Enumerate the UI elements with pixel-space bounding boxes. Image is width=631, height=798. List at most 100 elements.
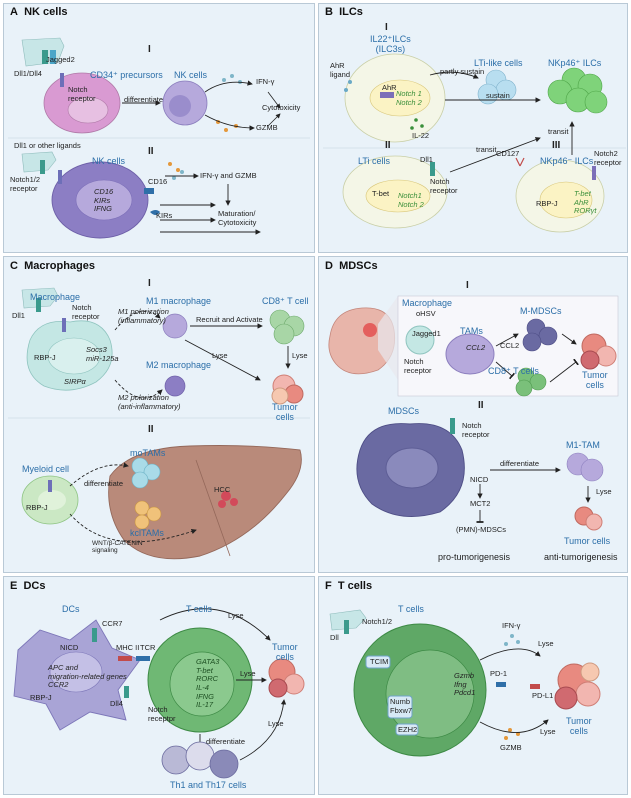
lyse-label-c1: Lyse [212,351,228,360]
dll1-other-label: Dll1 or other ligands [14,141,81,150]
m-mdscs-label: M-MDSCs [520,306,562,316]
apc-genes-label: APC and migration-related genes CCR2 [48,663,127,690]
dll1-dll4-label: Dll1/Dll4 [14,69,42,78]
kir-receptor [150,210,160,215]
t-cells-label-e: T cells [186,604,212,614]
panel-f-title: T cells [337,580,373,592]
panel-e-letter: E [10,580,18,592]
panel-e-graphics [13,608,305,779]
tcim-box [365,655,391,669]
panel-b-title: ILCs [339,6,363,18]
numb-label: Numb Fbxw7 [390,697,413,715]
panel-a-letter: A [10,6,18,18]
panel-b-roman-1: I [385,22,388,33]
jagged1-label: Jagged1 [412,329,441,338]
ilc-genes-label: T-bet AhR RORγt [574,189,597,216]
cd127-label: CD127 [496,149,520,158]
pd1 [496,682,506,687]
notch-receptor-label-d2: Notch receptor [462,421,490,439]
m1-polarization-label: M1 polarization (inflammatory) [118,307,169,325]
hcc-label: HCC [214,485,231,494]
tumor-cells-icon-d2 [574,506,603,531]
differentiate-label-c: differentiate [84,479,124,488]
cd16-receptor [144,188,154,194]
nk-cells-label-2: NK cells [92,156,126,166]
pmn-mdscs-label: (PMN)-MDSCs [456,525,506,534]
pd1-label: PD-1 [490,669,508,678]
myeloid-cell-label: Myeloid cell [22,464,70,474]
nicd-label-e: NICD [60,643,79,652]
hcc-tumor [218,491,238,508]
partly-sustain-label: partly sustain [440,67,485,76]
ezh2-box [395,723,419,736]
tumor-cells-label-f: Tumor cells [566,716,592,737]
tumor-cells-label-d: Tumor cells [582,370,608,391]
t-cell-genes-label: GATA3 T-bet RORC IL-4 IFNG IL-17 [196,657,220,710]
panel-b-roman-2: II [385,140,391,151]
ahr-label: AhR [382,83,397,92]
th-cells-label: Th1 and Th17 cells [170,780,247,790]
pdl1 [530,684,540,689]
cd16-label: CD16 [148,177,168,186]
motams-label: moTAMs [130,448,166,458]
notch-receptor-label-c: Notch receptor [72,303,100,321]
tumor-cells-icon-d [580,333,617,370]
tams-icon [445,333,495,375]
tcr [136,656,150,661]
pdl1-label: PD-L1 [532,691,554,700]
maturation-label: Maturation/ Cytotoxicity [218,209,257,227]
panel-d-roman-2: II [478,400,484,411]
sustain-label: sustain [486,91,510,100]
t-cells-label-f: T cells [398,604,424,614]
panel-a-graphics [8,37,310,239]
lti-cells-label: LTi cells [358,156,391,166]
il22-ilcs-label: IL22⁺ILCs (ILC3s) [370,34,411,55]
lyse-label-f1: Lyse [538,639,554,648]
ifn-gamma-label-f: IFN-γ [502,621,521,630]
panel-b-roman-3: III [552,140,561,151]
notch-receptor-label-b: Notch receptor [430,177,458,195]
dcs-label: DCs [62,604,80,614]
cd8-t-cells-icon [515,367,547,397]
panel-c-title: Macrophages [24,260,95,272]
motams-icon [131,457,161,489]
tcr-label: TCR [140,643,156,652]
jagged2-label: Jagged2 [46,55,75,64]
nk-nucleus [169,95,191,117]
recruit-activate-label: Recruit and Activate [196,315,263,324]
gzmb-label-f: GZMB [500,743,522,752]
ccl2-label: CCL2 [500,341,520,350]
t-cell-genes-label-f: Gzmb Ifng Pdcd1 [454,671,476,698]
notch12-receptor-label: Notch1/2 receptor [10,175,41,193]
notch12-label-f: Notch1/2 [362,617,393,626]
ccr7-label: CCR7 [102,619,123,628]
sirpa-label: SIRPα [64,377,86,386]
macrophage-label-d: Macrophage [402,298,453,308]
panel-a-roman-2: II [148,146,154,157]
cd127-receptor [515,157,525,167]
ohsv-label: oHSV [416,309,436,318]
lti-like-label: LTi-like cells [474,58,523,68]
cd34-label: CD34⁺ precursors [90,70,163,80]
rbpj-label-e: RBP-J [30,693,52,702]
cd8-t-cells-label-d: CD8⁺ T cells [488,366,539,376]
gzmb-label: GZMB [256,123,278,132]
lyse-label-e3: Lyse [268,719,284,728]
m1-macrophage-label: M1 macrophage [146,296,212,306]
tumor-cells-icon [271,374,304,405]
panel-b-graphics [323,53,626,233]
lyse-label-c2: Lyse [292,351,308,360]
tumor-cells-label-e: Tumor cells [272,642,298,663]
panel-f-letter: F [325,580,332,592]
notch-receptor-icon [60,73,64,87]
panel-c-letter: C [10,260,18,272]
wnt-label: WNT/β-CATENIN signaling [92,540,143,555]
dll-label: Dll [330,633,339,642]
panel-f-graphics [329,609,601,757]
m2-macrophage-label: M2 macrophage [146,360,212,370]
transit-label-1: transit [476,145,497,154]
panel-c-roman-1: I [148,278,151,289]
nk-cells-label-1: NK cells [174,70,208,80]
kirs-label: KIRs [156,211,173,220]
